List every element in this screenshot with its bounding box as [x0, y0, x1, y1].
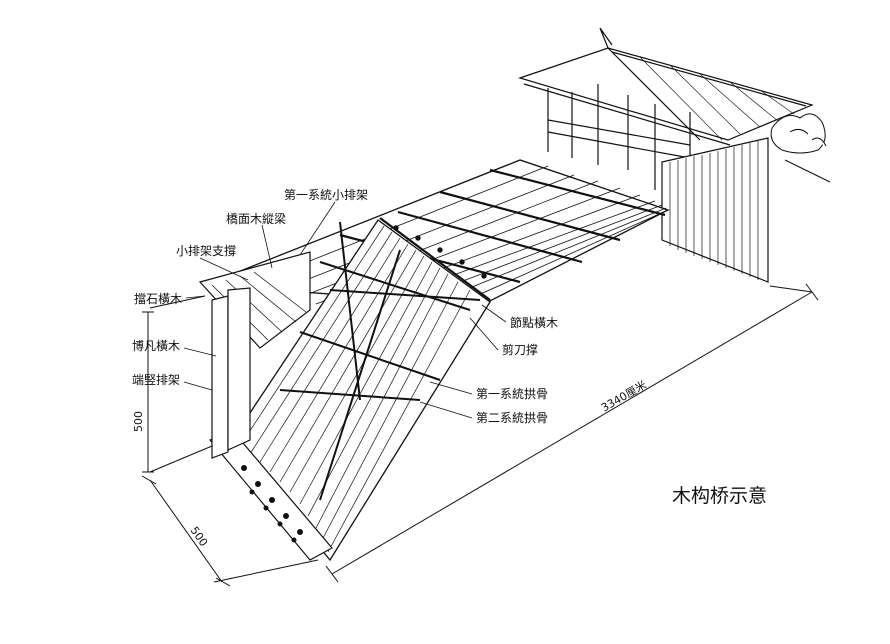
- dimension-height: 500: [132, 411, 145, 432]
- pavilion-wall-hatching: [669, 141, 759, 280]
- label-first-small-frame: 第一系統小排架: [284, 188, 368, 202]
- bridge-deck: [198, 159, 670, 349]
- label-end-frame: 端竪排架: [132, 373, 180, 387]
- leader-lines: [183, 201, 507, 419]
- label-deck-stringer: 橋面木縱梁: [226, 211, 286, 226]
- rocks: [770, 113, 827, 154]
- dimension-length: 3340厘米: [599, 378, 649, 414]
- arch-frame: [231, 219, 491, 562]
- diagram-caption: 木构桥示意: [672, 485, 767, 507]
- dimension-lines: [141, 283, 819, 587]
- label-second-arch-ribs: 第二系統拱骨: [476, 411, 548, 425]
- dimension-width: 500: [188, 524, 211, 549]
- pavilion: [518, 27, 814, 283]
- label-small-frame-brace: 小排架支撐: [176, 244, 236, 258]
- ground-line: [784, 159, 831, 183]
- label-retaining-timber: 擋石橫木: [134, 292, 182, 306]
- label-scissor-brace: 剪刀撑: [502, 342, 538, 357]
- label-bofan-timber: 博凡橫木: [132, 338, 180, 353]
- label-joint-timber: 節點橫木: [510, 315, 558, 330]
- label-first-arch-ribs: 第一系統拱骨: [476, 387, 548, 401]
- end-abutment: [209, 287, 333, 561]
